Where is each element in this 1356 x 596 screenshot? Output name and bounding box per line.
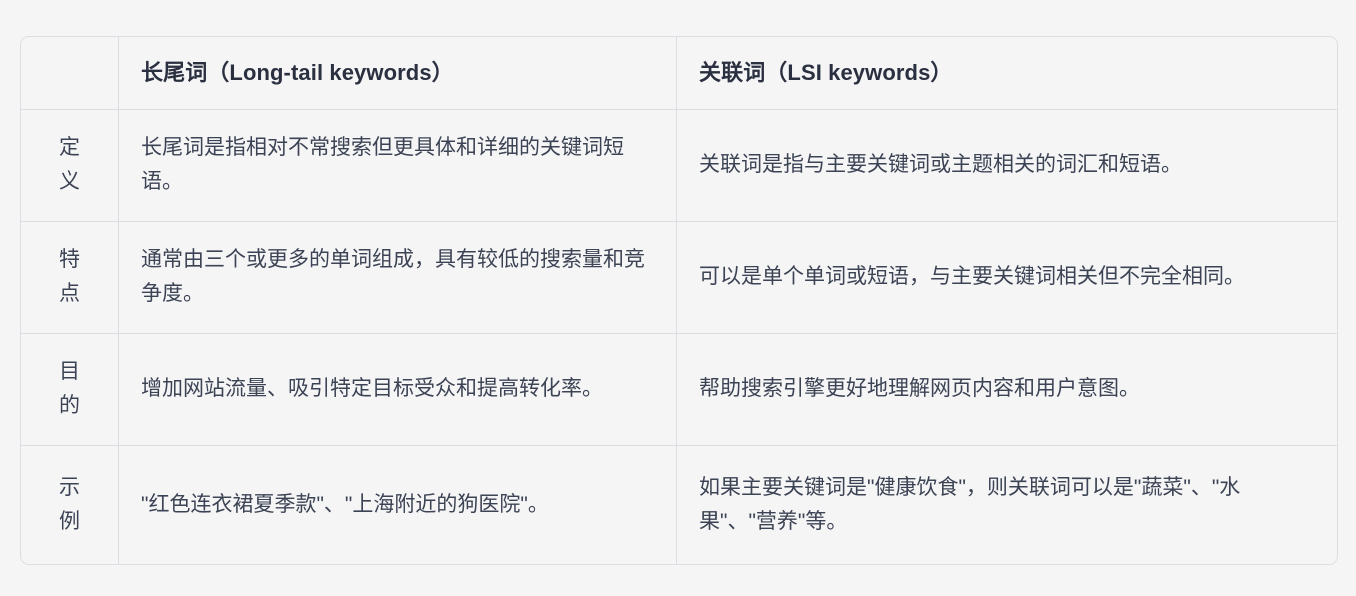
row-label-purpose: 目的 — [21, 333, 119, 446]
table-header: 长尾词（Long-tail keywords） 关联词（LSI keywords… — [21, 37, 1337, 110]
row-label-example: 示例 — [21, 445, 119, 564]
row-label-text: 特点 — [59, 248, 80, 306]
cell-text: 关联词是指与主要关键词或主题相关的词汇和短语。 — [699, 153, 1182, 177]
cell-text: 长尾词是指相对不常搜索但更具体和详细的关键词短语。 — [141, 136, 624, 194]
table-header-row: 长尾词（Long-tail keywords） 关联词（LSI keywords… — [21, 37, 1337, 110]
table-row: 示例 "红色连衣裙夏季款"、"上海附近的狗医院"。 如果主要关键词是"健康饮食"… — [21, 445, 1337, 564]
row-label-text: 示例 — [59, 475, 80, 533]
cell-lsi-purpose: 帮助搜索引擎更好地理解网页内容和用户意图。 — [677, 333, 1337, 446]
row-label-text: 定义 — [59, 136, 80, 194]
cell-long-tail-example: "红色连衣裙夏季款"、"上海附近的狗医院"。 — [119, 445, 677, 564]
row-label-text: 目的 — [59, 360, 80, 418]
table-row: 特点 通常由三个或更多的单词组成，具有较低的搜索量和竞争度。 可以是单个单词或短… — [21, 221, 1337, 334]
cell-long-tail-purpose: 增加网站流量、吸引特定目标受众和提高转化率。 — [119, 333, 677, 446]
table-header-long-tail: 长尾词（Long-tail keywords） — [119, 37, 677, 110]
table-header-lsi: 关联词（LSI keywords） — [677, 37, 1337, 110]
cell-text: 帮助搜索引擎更好地理解网页内容和用户意图。 — [699, 377, 1140, 401]
cell-text: 可以是单个单词或短语，与主要关键词相关但不完全相同。 — [699, 265, 1245, 289]
row-label-definition: 定义 — [21, 109, 119, 222]
table-header-corner-cell — [21, 37, 119, 110]
cell-text: 如果主要关键词是"健康饮食"，则关联词可以是"蔬菜"、"水果"、"营养"等。 — [699, 475, 1241, 533]
cell-text: 通常由三个或更多的单词组成，具有较低的搜索量和竞争度。 — [141, 248, 645, 306]
table-row: 目的 增加网站流量、吸引特定目标受众和提高转化率。 帮助搜索引擎更好地理解网页内… — [21, 333, 1337, 446]
keyword-comparison-table: 长尾词（Long-tail keywords） 关联词（LSI keywords… — [20, 36, 1338, 565]
cell-text: "红色连衣裙夏季款"、"上海附近的狗医院"。 — [141, 492, 549, 516]
table-body: 定义 长尾词是指相对不常搜索但更具体和详细的关键词短语。 关联词是指与主要关键词… — [21, 109, 1337, 564]
cell-long-tail-features: 通常由三个或更多的单词组成，具有较低的搜索量和竞争度。 — [119, 221, 677, 334]
cell-long-tail-definition: 长尾词是指相对不常搜索但更具体和详细的关键词短语。 — [119, 109, 677, 222]
cell-lsi-features: 可以是单个单词或短语，与主要关键词相关但不完全相同。 — [677, 221, 1337, 334]
table-row: 定义 长尾词是指相对不常搜索但更具体和详细的关键词短语。 关联词是指与主要关键词… — [21, 109, 1337, 222]
row-label-features: 特点 — [21, 221, 119, 334]
cell-lsi-definition: 关联词是指与主要关键词或主题相关的词汇和短语。 — [677, 109, 1337, 222]
cell-text: 增加网站流量、吸引特定目标受众和提高转化率。 — [141, 377, 603, 401]
cell-lsi-example: 如果主要关键词是"健康饮食"，则关联词可以是"蔬菜"、"水果"、"营养"等。 — [677, 445, 1337, 564]
